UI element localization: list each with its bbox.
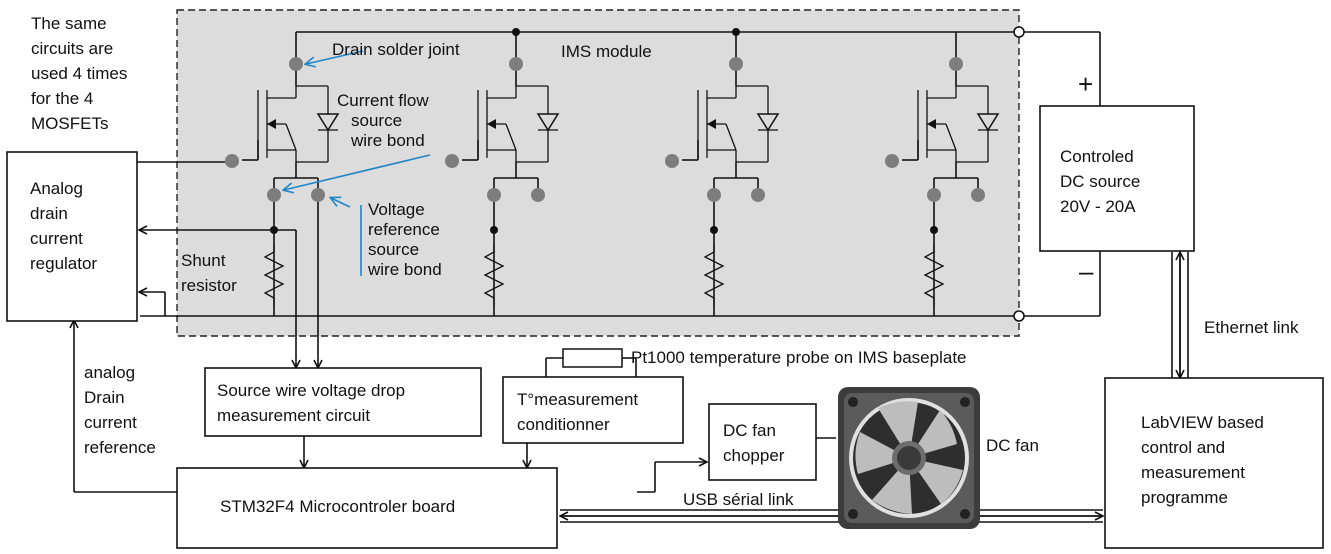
drain-solder-arrow: [306, 50, 364, 64]
current-flow-label: Current flow source wire bond: [337, 91, 433, 150]
pt1000-label: Pt1000 temperature probe on IMS baseplat…: [631, 348, 967, 367]
dc-source-label: Controled DC source 20V - 20A: [1060, 147, 1145, 216]
analog-ref-label: analog Drain current reference: [84, 363, 156, 457]
mosfet-cell-3: [665, 32, 779, 316]
shunt-label: Shunt resistor: [181, 251, 237, 295]
mosfet-cell-4: [885, 32, 999, 316]
ethernet-label: Ethernet link: [1204, 318, 1299, 337]
plus-label: +: [1078, 69, 1093, 99]
voltage-ref-label: Voltage reference source wire bond: [367, 200, 445, 279]
mosfet-cell-1: [225, 32, 339, 316]
dc-fan-image: [838, 387, 980, 529]
temp-label: T°measurement conditionner: [517, 390, 643, 434]
source-wire-label: Source wire voltage drop measurement cir…: [217, 381, 410, 425]
regulator-box: [6, 151, 138, 322]
labview-box: [1104, 377, 1324, 549]
source-wire-box: [204, 367, 482, 437]
mcu-box: [176, 467, 558, 549]
mosfet-cell-2: [445, 32, 559, 316]
dc-fan-label: DC fan: [986, 436, 1039, 455]
minus-label: –: [1079, 256, 1094, 286]
dc-source-box: [1039, 105, 1195, 252]
usb-label: USB sérial link: [683, 490, 794, 509]
current-flow-arrow: [284, 154, 431, 190]
fan-chopper-label: DC fan chopper: [723, 421, 785, 465]
temp-box: [502, 376, 684, 444]
voltage-ref-arrow: [331, 198, 351, 208]
mcu-label: STM32F4 Microcontroler board: [220, 497, 455, 516]
plus-terminal: [1013, 26, 1025, 38]
regulator-label: Analog drain current regulator: [30, 179, 97, 273]
shared-circuit-note: The same circuits are used 4 times for t…: [31, 14, 132, 133]
minus-terminal: [1013, 310, 1025, 322]
labview-label: LabVIEW based control and measurement pr…: [1141, 413, 1269, 507]
fan-chopper-box: [708, 403, 817, 481]
ims-module-label: IMS module: [561, 42, 652, 61]
pt1000-probe: [562, 348, 623, 368]
drain-solder-label: Drain solder joint: [332, 40, 460, 59]
